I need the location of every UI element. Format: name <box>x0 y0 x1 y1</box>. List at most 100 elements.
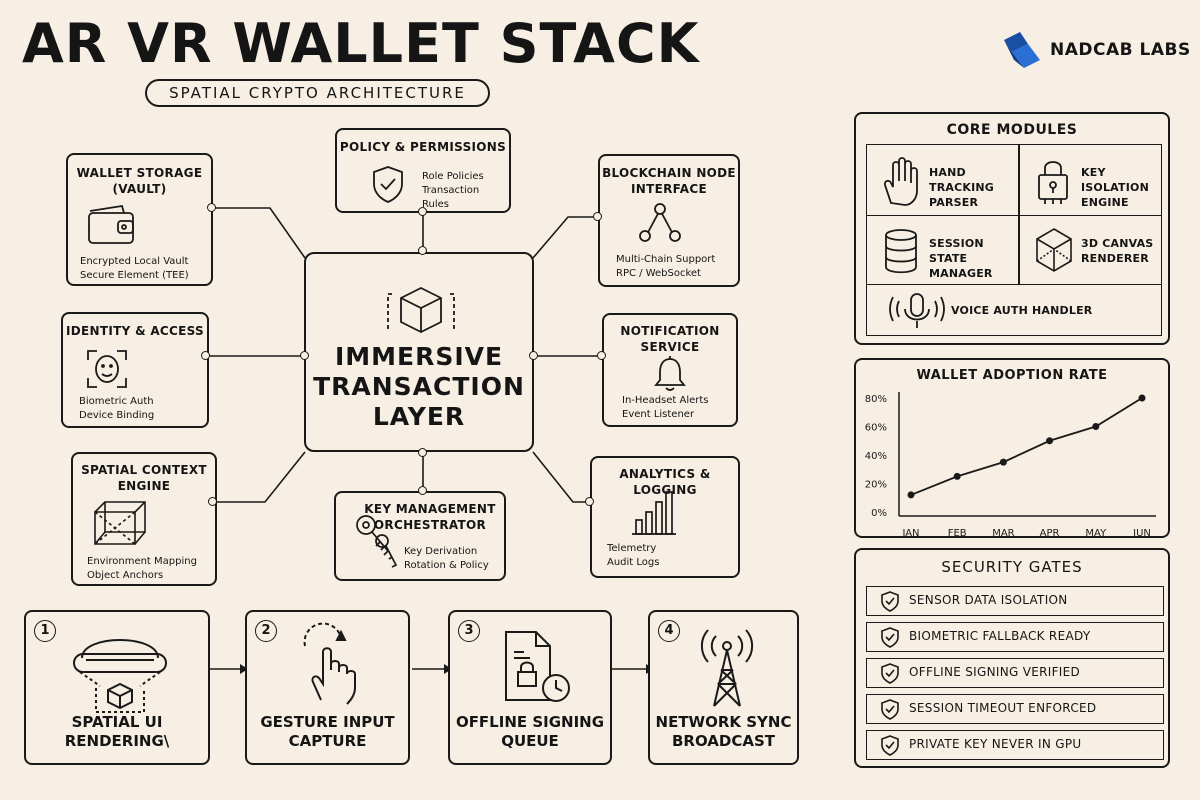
node-title-line: BLOCKCHAIN NODE <box>602 166 736 180</box>
module-label-line: 3D CANVAS <box>1081 237 1154 250</box>
hub-title-line-1: IMMERSIVE <box>334 342 504 371</box>
node-anchor-dot <box>418 486 427 495</box>
step-label: NETWORK SYNC BROADCAST <box>650 713 797 751</box>
node-title-line: SPATIAL CONTEXT <box>81 463 207 477</box>
hub-title-line-2: TRANSACTION <box>313 372 525 401</box>
node-anchor-dot <box>207 203 216 212</box>
face-scan-icon <box>87 350 127 388</box>
module-label: HAND TRACKING PARSER <box>929 165 1019 210</box>
node-title-line: INTERFACE <box>631 182 707 196</box>
node-anchor-dot <box>593 212 602 221</box>
node-desc-line: Environment Mapping <box>87 556 197 567</box>
step-label: GESTURE INPUT CAPTURE <box>247 713 408 751</box>
node-key-management-orchestrator[interactable]: KEY MANAGEMENT ORCHESTRATOR Key Derivati… <box>334 491 506 581</box>
step-number: 2 <box>255 620 277 642</box>
node-title-line: (VAULT) <box>112 182 167 196</box>
hub-anchor-dot <box>418 448 427 457</box>
shield-check-icon <box>881 591 899 612</box>
module-label: KEY ISOLATION ENGINE <box>1081 165 1161 210</box>
tap-gesture-icon <box>303 622 356 705</box>
x-tick-label: FEB <box>948 528 967 539</box>
node-anchor-dot <box>597 351 606 360</box>
node-desc-line: Object Anchors <box>87 570 164 581</box>
x-tick-label: MAY <box>1085 528 1107 539</box>
node-desc-line: RPC / WebSocket <box>616 268 701 279</box>
data-point <box>999 458 1007 466</box>
node-title: BLOCKCHAIN NODE INTERFACE <box>600 165 738 197</box>
security-gate-label: PRIVATE KEY NEVER IN GPU <box>909 737 1082 751</box>
node-title: WALLET STORAGE (VAULT) <box>68 165 211 197</box>
module-voice-auth[interactable]: VOICE AUTH HANDLER <box>866 284 1162 336</box>
security-gate-item: SESSION TIMEOUT ENFORCED <box>866 694 1164 724</box>
node-anchor-dot <box>585 497 594 506</box>
y-tick-label: 20% <box>865 480 887 491</box>
node-title: IDENTITY & ACCESS <box>66 324 204 338</box>
page-title: AR VR WALLET STACK <box>22 12 700 75</box>
step-number: 1 <box>34 620 56 642</box>
node-desc-line: Device Binding <box>79 410 155 421</box>
core-modules-panel: CORE MODULES HAND TRACKING PARSER KEY IS… <box>854 112 1170 345</box>
module-label-line: MANAGER <box>929 267 993 280</box>
module-key-isolation[interactable]: KEY ISOLATION ENGINE <box>1018 144 1162 216</box>
shield-check-icon <box>881 699 899 720</box>
security-gate-label: SESSION TIMEOUT ENFORCED <box>909 701 1097 715</box>
shield-check-icon <box>881 627 899 648</box>
x-tick-label: JUN <box>1132 528 1151 539</box>
node-wallet-storage[interactable]: WALLET STORAGE (VAULT) Encrypted Local V… <box>66 153 213 286</box>
nadcab-logo-icon <box>1004 32 1040 68</box>
node-title: KEY MANAGEMENT ORCHESTRATOR <box>356 501 504 533</box>
hub-immersive-transaction-layer[interactable]: IMMERSIVE TRANSACTION LAYER <box>304 252 534 452</box>
hub-title: IMMERSIVE TRANSACTION LAYER <box>306 342 532 432</box>
pipeline-step-4[interactable]: 4 NETWORK SYNC BROADCAST <box>648 610 799 765</box>
node-spatial-context-engine[interactable]: SPATIAL CONTEXT ENGINE Environment Mappi… <box>71 452 217 586</box>
headset-icon <box>73 639 167 713</box>
step-label: SPATIAL UI RENDERING\ <box>26 713 208 751</box>
step-label-line: QUEUE <box>501 732 559 750</box>
node-desc-line: Key Derivation <box>404 546 478 557</box>
node-desc: Environment Mapping Object Anchors <box>87 555 197 583</box>
step-label-line: SPATIAL UI <box>71 713 163 731</box>
module-hand-tracking[interactable]: HAND TRACKING PARSER <box>866 144 1020 216</box>
data-point <box>907 491 915 499</box>
shield-check-icon <box>373 166 403 203</box>
node-notification-service[interactable]: NOTIFICATION SERVICE In-Headset Alerts E… <box>602 313 738 427</box>
pipeline-step-2[interactable]: 2 GESTURE INPUT CAPTURE <box>245 610 410 765</box>
series-line <box>910 397 1143 496</box>
data-point <box>953 472 961 480</box>
node-desc-line: Audit Logs <box>607 557 660 568</box>
node-anchor-dot <box>201 351 210 360</box>
pipeline-step-3[interactable]: 3 OFFLINE SIGNING QUEUE <box>448 610 612 765</box>
security-gate-label: SENSOR DATA ISOLATION <box>909 593 1068 607</box>
data-point <box>1138 394 1146 402</box>
panel-title: SECURITY GATES <box>941 558 1083 576</box>
y-tick-label: 80% <box>865 394 887 405</box>
x-tick-label: JAN <box>901 528 919 539</box>
node-desc: In-Headset Alerts Event Listener <box>622 394 709 422</box>
module-3d-canvas[interactable]: 3D CANVAS RENDERER <box>1018 215 1162 285</box>
module-label-line: KEY ISOLATION <box>1081 166 1149 194</box>
module-session-state[interactable]: SESSION STATE MANAGER <box>866 215 1020 285</box>
node-analytics-logging[interactable]: ANALYTICS & LOGGING Telemetry Audit Logs <box>590 456 740 578</box>
pipeline-step-1[interactable]: 1 SPATIAL UI RENDERING\ <box>24 610 210 765</box>
node-title: NOTIFICATION SERVICE <box>604 323 736 355</box>
node-desc: Role Policies Transaction Rules <box>422 170 509 212</box>
node-identity-access[interactable]: IDENTITY & ACCESS Biometric Auth Device … <box>61 312 209 428</box>
module-label: VOICE AUTH HANDLER <box>951 304 1093 317</box>
node-desc-line: Secure Element (TEE) <box>80 270 189 281</box>
node-desc-line: Transaction Rules <box>422 185 480 210</box>
node-desc-line: Event Listener <box>622 409 695 420</box>
node-policy-permissions[interactable]: POLICY & PERMISSIONS Role Policies Trans… <box>335 128 511 213</box>
node-blockchain-interface[interactable]: BLOCKCHAIN NODE INTERFACE Multi-Chain Su… <box>598 154 740 287</box>
node-desc-line: Rotation & Policy <box>404 560 489 571</box>
node-desc-line: Telemetry <box>607 543 657 554</box>
lock-icon <box>1038 161 1068 204</box>
page-subtitle: SPATIAL CRYPTO ARCHITECTURE <box>145 79 490 107</box>
node-desc-line: Biometric Auth <box>79 396 154 407</box>
bell-icon <box>654 356 686 391</box>
network-icon <box>639 203 681 242</box>
module-label: SESSION STATE MANAGER <box>929 236 1019 281</box>
module-label-line: ENGINE <box>1081 196 1129 209</box>
database-icon <box>885 229 917 274</box>
